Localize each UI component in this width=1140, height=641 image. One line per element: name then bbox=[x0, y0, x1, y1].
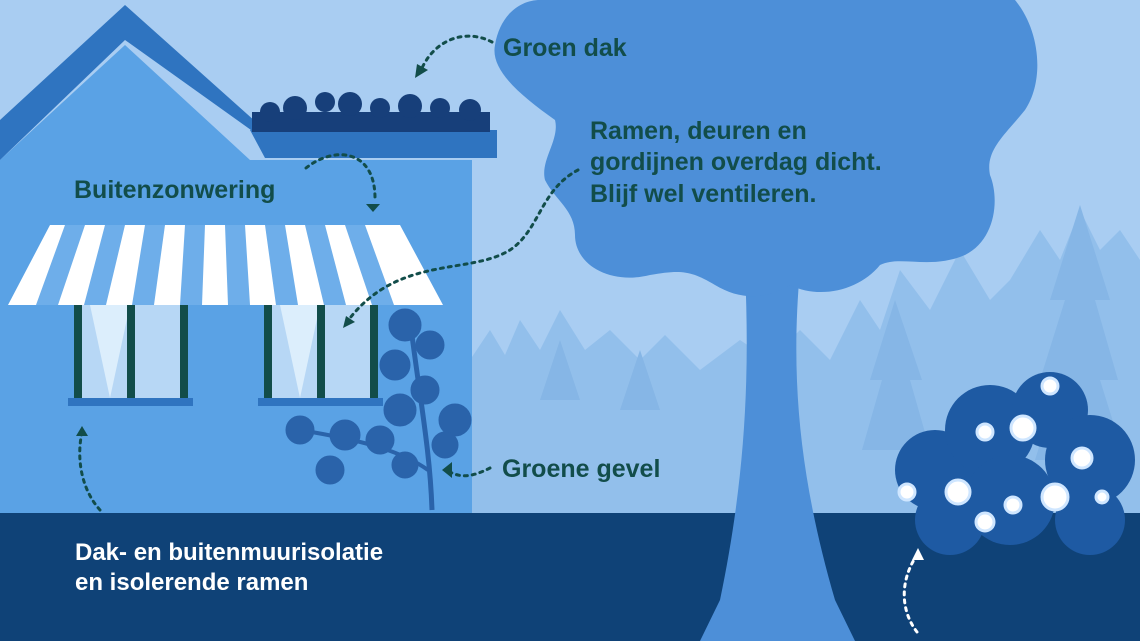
climbing-plant bbox=[285, 308, 472, 511]
callout-arrows bbox=[78, 34, 919, 634]
label-green-facade: Groene gevel bbox=[502, 455, 661, 483]
label-exterior-shading: Buitenzonwering bbox=[74, 176, 276, 204]
roof-ledge bbox=[250, 130, 497, 158]
label-insulation-line-1: Dak- en buitenmuurisolatie bbox=[75, 539, 384, 566]
label-windows-closed-line-2: gordijnen overdag dicht. bbox=[590, 148, 882, 177]
tree bbox=[494, 0, 1038, 641]
label-windows-closed-line-1: Ramen, deuren en bbox=[590, 117, 807, 145]
green-roof-plants bbox=[252, 92, 490, 132]
label-green-roof: Groen dak bbox=[503, 34, 627, 62]
window-right bbox=[258, 305, 383, 406]
awning bbox=[8, 225, 443, 305]
window-left bbox=[68, 305, 193, 406]
arrow-heads bbox=[76, 64, 924, 560]
flower-bush bbox=[895, 372, 1135, 555]
label-windows-closed: Ramen, deuren en gordijnen overdag dicht… bbox=[590, 116, 882, 210]
label-insulation: Dak- en buitenmuurisolatie en isolerende… bbox=[75, 538, 383, 598]
label-insulation-line-2: en isolerende ramen bbox=[75, 569, 309, 596]
house-roof bbox=[0, 5, 265, 160]
label-windows-closed-line-3: Blijf wel ventileren. bbox=[590, 179, 817, 208]
